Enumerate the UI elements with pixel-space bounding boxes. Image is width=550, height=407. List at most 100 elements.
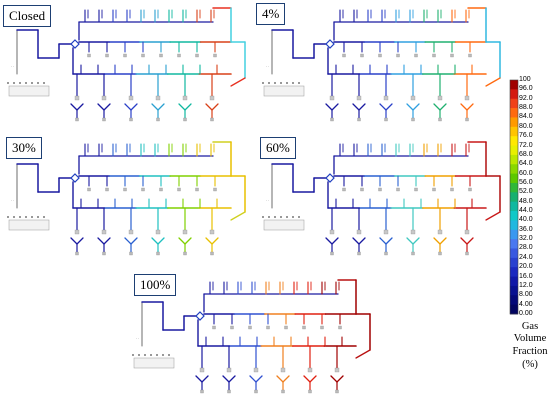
colorbar-tick-label: 40.0 bbox=[519, 216, 533, 224]
fork-branch bbox=[379, 237, 387, 245]
panel-label-30pct: 30% bbox=[6, 137, 42, 159]
valve-block bbox=[414, 53, 418, 58]
fork-branch bbox=[358, 237, 366, 245]
data-marker bbox=[268, 82, 270, 84]
fork-branch bbox=[433, 237, 441, 245]
data-box bbox=[133, 357, 175, 369]
colorbar-segment bbox=[510, 145, 518, 156]
colorbar-tick-label: 36.0 bbox=[519, 225, 533, 233]
outlet-block bbox=[411, 117, 415, 122]
fork-branch bbox=[211, 237, 219, 245]
fork-branch bbox=[358, 103, 366, 111]
colorbar-tick-label: 64.0 bbox=[519, 160, 533, 168]
fork-branch bbox=[325, 103, 333, 111]
colorbar-tick-label: 16.0 bbox=[519, 272, 533, 280]
data-marker bbox=[286, 82, 288, 84]
outlet-block bbox=[411, 251, 415, 256]
valve-block bbox=[450, 187, 454, 192]
outlet-block bbox=[75, 251, 79, 256]
valve-block bbox=[414, 187, 418, 192]
data-marker bbox=[156, 354, 158, 356]
fork-branch bbox=[276, 375, 284, 383]
panel-label-100pct: 100% bbox=[134, 274, 177, 296]
fork-branch bbox=[178, 237, 186, 245]
valve-block bbox=[141, 187, 145, 192]
outlet-block bbox=[254, 389, 258, 394]
outlet-block bbox=[438, 251, 442, 256]
outlet-block bbox=[74, 95, 80, 101]
tee-valve-icon bbox=[70, 173, 80, 183]
outlet-block bbox=[101, 95, 107, 101]
valve-block bbox=[248, 325, 252, 330]
right-return-pipe bbox=[230, 77, 246, 87]
fork-branch bbox=[195, 375, 203, 383]
data-marker bbox=[298, 82, 300, 84]
outlet-block bbox=[281, 389, 285, 394]
valve-block bbox=[468, 187, 472, 192]
outlet-block bbox=[74, 229, 80, 235]
colorbar-segment bbox=[510, 248, 518, 259]
fork-branch bbox=[406, 237, 414, 245]
fork-branch bbox=[466, 103, 474, 111]
colorbar-segment bbox=[510, 285, 518, 296]
fork-branch bbox=[205, 237, 213, 245]
outlet-block bbox=[183, 251, 187, 256]
pipe-network-panels: · ·· ·· ·· ·· · bbox=[7, 7, 501, 394]
fork-branch bbox=[412, 103, 420, 111]
outlet-block bbox=[330, 251, 334, 256]
data-marker bbox=[262, 216, 264, 218]
valve-block bbox=[159, 187, 163, 192]
fork-branch bbox=[460, 103, 468, 111]
data-marker bbox=[43, 82, 45, 84]
colorbar-segment bbox=[510, 304, 518, 315]
fork-branch bbox=[406, 103, 414, 111]
outlet-block bbox=[384, 117, 388, 122]
valve-block bbox=[213, 53, 217, 58]
colorbar-tick-label: 80.0 bbox=[519, 122, 533, 130]
data-marker bbox=[132, 354, 134, 356]
valve-block bbox=[342, 187, 346, 192]
colorbar-segment bbox=[510, 98, 518, 109]
outlet-block bbox=[437, 229, 443, 235]
fork-branch bbox=[331, 103, 339, 111]
outlet-block bbox=[226, 367, 232, 373]
valve-block bbox=[338, 325, 342, 330]
valve-block bbox=[468, 53, 472, 58]
data-marker bbox=[37, 216, 39, 218]
panel-label-closed: Closed bbox=[3, 5, 52, 27]
outlet-block bbox=[182, 95, 188, 101]
valve-block bbox=[360, 187, 364, 192]
valve-block bbox=[360, 53, 364, 58]
fork-branch bbox=[412, 237, 420, 245]
colorbar-tick-label: 92.0 bbox=[519, 94, 533, 102]
node-id-text: · · bbox=[11, 65, 14, 69]
fork-branch bbox=[97, 237, 105, 245]
fork-branch bbox=[184, 237, 192, 245]
outlet-block bbox=[357, 117, 361, 122]
valve-block bbox=[266, 325, 270, 330]
colorbar-segment bbox=[510, 126, 518, 137]
fork-branch bbox=[70, 103, 78, 111]
data-marker bbox=[150, 354, 152, 356]
fork-branch bbox=[124, 103, 132, 111]
fork-branch bbox=[325, 237, 333, 245]
fork-branch bbox=[460, 237, 468, 245]
valve-block bbox=[123, 187, 127, 192]
outlet-block bbox=[155, 229, 161, 235]
colorbar-frame bbox=[509, 79, 519, 315]
fork-branch bbox=[130, 103, 138, 111]
data-marker bbox=[280, 82, 282, 84]
colorbar-tick-label: 68.0 bbox=[519, 150, 533, 158]
outlet-block bbox=[465, 251, 469, 256]
fork-branch bbox=[151, 103, 159, 111]
colorbar-segment bbox=[510, 192, 518, 203]
data-marker bbox=[262, 82, 264, 84]
outlet-block bbox=[155, 95, 161, 101]
right-return-pipe bbox=[485, 211, 501, 221]
data-marker bbox=[31, 82, 33, 84]
fork-branch bbox=[336, 375, 344, 383]
data-marker bbox=[7, 82, 9, 84]
data-marker bbox=[19, 216, 21, 218]
colorbar-tick-label: 0.00 bbox=[519, 310, 533, 317]
